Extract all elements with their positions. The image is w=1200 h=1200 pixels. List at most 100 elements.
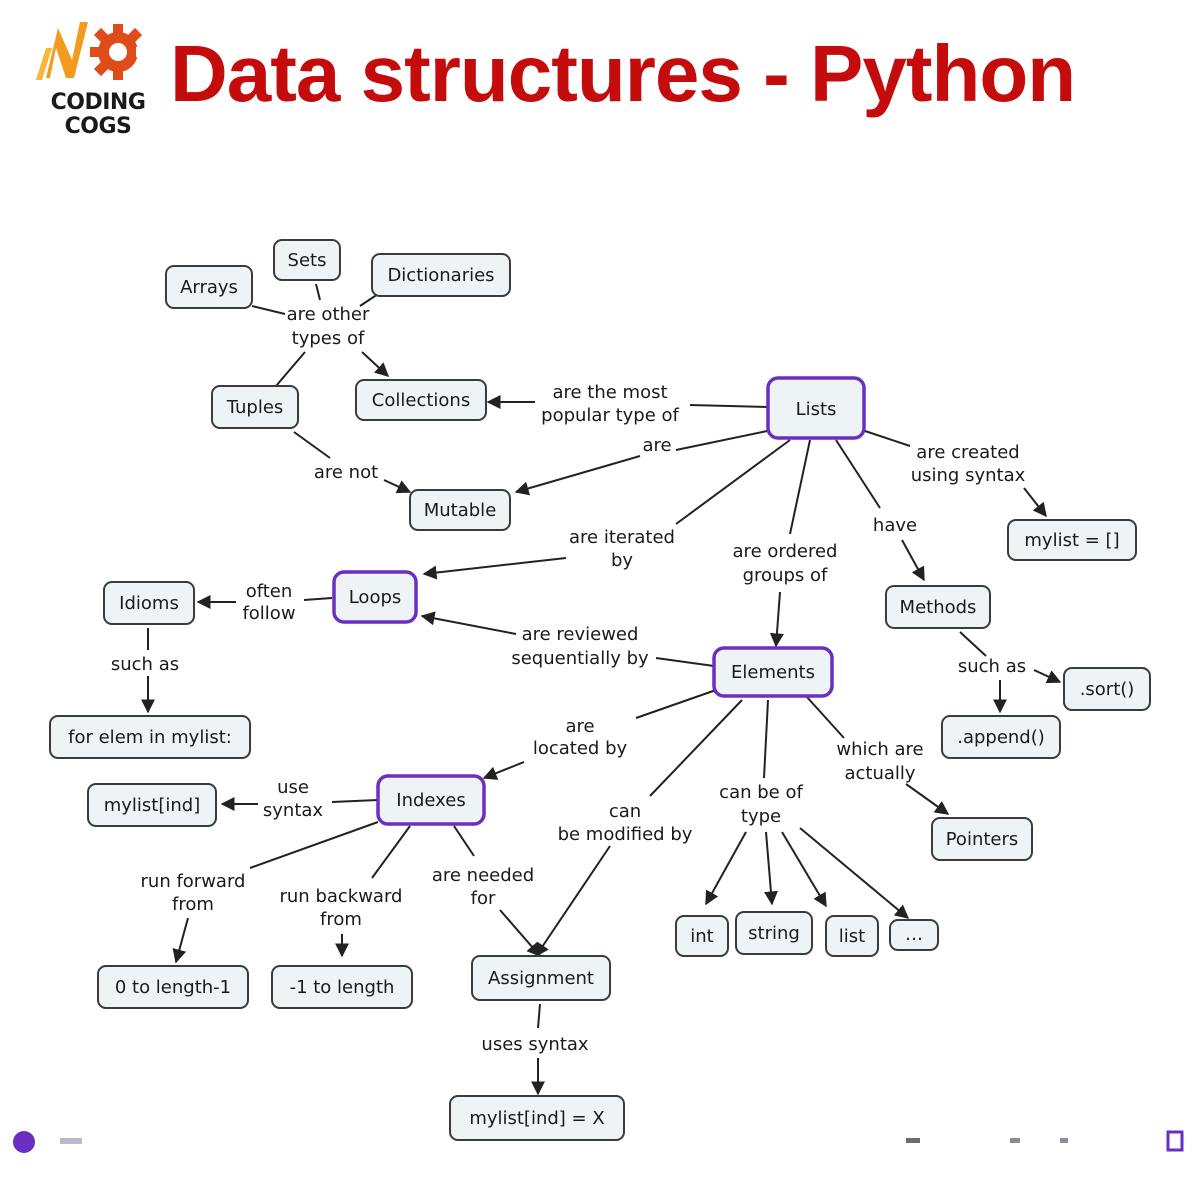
node-methods: Methods: [885, 585, 991, 629]
node-mutable-label: Mutable: [424, 500, 497, 521]
toolbar-fragment: [60, 1138, 82, 1144]
logo-text-cogs: COGS: [64, 114, 132, 139]
edge-indexes-backward: [371, 825, 411, 879]
node-idioms-label: Idioms: [119, 593, 179, 614]
label-can-2: be modified by: [558, 824, 693, 845]
node-tuples: Tuples: [211, 385, 299, 429]
edge-forward-zero: [172, 917, 189, 964]
label-needed-1: are needed: [432, 865, 534, 886]
node-assignment: Assignment: [471, 955, 611, 1001]
node-arrays-label: Arrays: [180, 277, 238, 298]
node-mutable: Mutable: [409, 489, 511, 531]
edge-sets-label: [315, 283, 321, 301]
edge-can-assignment: [535, 845, 611, 958]
label-iterated-2: by: [611, 550, 633, 571]
edge-arenot-mutable: [383, 479, 412, 494]
edges: [141, 283, 1062, 1096]
label-most-popular-2: popular type of: [541, 405, 679, 426]
node-sets-label: Sets: [288, 250, 327, 271]
edge-elements-type: [763, 699, 769, 779]
node-int: int: [675, 915, 729, 957]
edge-elements-which: [805, 695, 845, 739]
node-methods-label: Methods: [900, 597, 977, 618]
label-backward-1: run backward: [280, 886, 403, 907]
node-for-elem-label: for elem in mylist:: [68, 727, 232, 748]
node-list-label: list: [839, 926, 865, 947]
node-idioms: Idioms: [103, 581, 195, 625]
label-ordered-2: groups of: [743, 565, 828, 586]
edge-lists-ordered: [789, 439, 811, 535]
label-use-2: syntax: [263, 800, 324, 821]
label-often-1: often: [246, 581, 293, 602]
node-mylist-create: mylist = []: [1007, 519, 1137, 561]
edge-elements-located: [635, 689, 717, 719]
node-sort-label: .sort(): [1080, 679, 1135, 700]
node-sort: .sort(): [1063, 667, 1151, 711]
edge-reviewed-loops: [420, 611, 517, 635]
node-indexes-label: Indexes: [396, 790, 465, 811]
bottom-toolbar-strip: [13, 1130, 1184, 1153]
label-located-2: located by: [533, 738, 628, 759]
label-forward-1: run forward: [141, 871, 246, 892]
node-sets: Sets: [273, 239, 341, 281]
edge-created-mylist: [1023, 487, 1047, 518]
node-arrays: Arrays: [165, 265, 253, 309]
node-tuples-label: Tuples: [226, 397, 284, 418]
node-neg-to-len: -1 to length: [271, 965, 413, 1009]
label-are-other-2: types of: [292, 328, 365, 349]
label-often-2: follow: [242, 603, 295, 624]
label-type-1: can be of: [719, 782, 803, 803]
node-for-elem: for elem in mylist:: [49, 715, 251, 759]
node-loops: Loops: [332, 570, 418, 624]
node-mylist-ind-label: mylist[ind]: [104, 795, 201, 816]
label-which-1: which are: [836, 739, 923, 760]
toolbar-fragment: [1060, 1138, 1068, 1143]
edge-type-string: [763, 831, 778, 906]
edge-assignment-uses: [537, 1003, 541, 1029]
node-collections-label: Collections: [372, 390, 470, 411]
node-elements-label: Elements: [731, 662, 815, 683]
node-append-label: .append(): [957, 727, 1045, 748]
toolbar-bracket-icon: [1166, 1130, 1184, 1152]
edge-lists-iterated: [675, 439, 791, 525]
label-needed-2: for: [471, 888, 496, 909]
label-forward-2: from: [172, 894, 214, 915]
label-are: are: [642, 435, 671, 456]
edge-type-int: [705, 831, 747, 906]
label-are-not: are not: [314, 462, 378, 483]
node-mylist-ind: mylist[ind]: [87, 783, 217, 827]
edge-lists-are: [675, 429, 773, 451]
node-string-label: string: [748, 923, 800, 944]
label-located-1: are: [565, 716, 594, 737]
logo-text-coding: CODING: [50, 90, 146, 115]
label-reviewed-1: are reviewed: [522, 624, 639, 645]
edge-dictionaries-label: [359, 293, 379, 307]
node-mylist-assign: mylist[ind] = X: [449, 1095, 625, 1141]
edge-arrays-label: [251, 305, 286, 315]
nodes: Sets Arrays Dictionaries Tuples Collecti…: [49, 239, 1151, 1141]
node-zero-to-len-label: 0 to length-1: [115, 977, 231, 998]
logo-mark-icon: [36, 22, 146, 80]
label-such-as-idioms: such as: [111, 654, 179, 675]
node-zero-to-len: 0 to length-1: [97, 965, 249, 1009]
coding-cogs-logo: CODING COGS: [28, 8, 168, 148]
node-list: list: [825, 915, 879, 957]
node-append: .append(): [941, 715, 1061, 759]
label-type-2: type: [741, 806, 781, 827]
node-lists: Lists: [766, 376, 866, 440]
label-use-1: use: [277, 777, 309, 798]
node-indexes: Indexes: [376, 774, 486, 826]
logo-n-shape: [46, 22, 88, 78]
label-such-as-methods: such as: [958, 656, 1026, 677]
node-pointers-label: Pointers: [946, 829, 1019, 850]
node-lists-label: Lists: [796, 399, 837, 420]
node-loops-label: Loops: [349, 587, 402, 608]
edge-lists-label-popular: [689, 404, 769, 408]
edge-indexes-needed: [453, 825, 475, 857]
node-assignment-label: Assignment: [488, 968, 594, 989]
node-string: string: [735, 911, 813, 955]
label-have: have: [873, 515, 917, 536]
edge-methods-suchas: [959, 631, 987, 657]
logo-n-accent: [36, 48, 52, 80]
